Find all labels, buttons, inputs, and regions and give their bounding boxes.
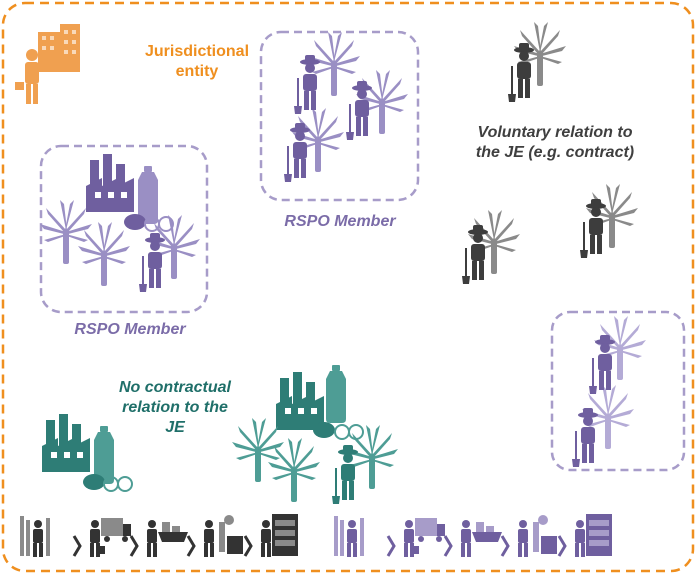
chain-step-refinery-icon: [518, 515, 557, 557]
rspo-member-label-left: RSPO Member: [74, 321, 186, 338]
rspo-left-farms: [40, 200, 200, 292]
rspo-top-farms: [284, 32, 408, 182]
no-contract-line3: JE: [165, 419, 185, 436]
chain-step-retail-icon: [261, 514, 298, 557]
chain-arrow-icon: [557, 535, 567, 557]
chain-step-ship-transport-icon: [147, 520, 188, 557]
chain-step-farmer-icon: [334, 516, 364, 557]
chain-step-refinery-icon: [204, 515, 243, 557]
chain-step-farmer-icon: [20, 516, 50, 557]
chain-arrow-icon: [186, 535, 196, 557]
chain-step-truck-transport-icon: [90, 518, 131, 557]
rspo-member-box-right: [550, 310, 686, 472]
rspo-member-box-left: [39, 144, 209, 314]
rspo-right-farms: [572, 316, 646, 467]
chain-step-ship-transport-icon: [461, 520, 502, 557]
teal-mill-center: [276, 365, 364, 440]
supply-chain-right: [334, 514, 612, 557]
rspo-left-mill: [86, 154, 174, 232]
chain-arrow-icon: [243, 535, 253, 557]
rspo-member-label-top: RSPO Member: [284, 213, 396, 230]
no-contract-label: No contractual relation to the JE: [100, 378, 250, 438]
chain-arrow-icon: [500, 535, 510, 557]
chain-arrow-icon: [129, 535, 139, 557]
je-title-line1: Jurisdictional: [144, 43, 250, 60]
no-contract-line1: No contractual: [118, 379, 231, 396]
chain-arrow-icon: [386, 535, 396, 557]
voluntary-line1: Voluntary relation to: [477, 124, 633, 141]
jurisdictional-entity-icon: [15, 24, 80, 104]
voluntary-relation-label: Voluntary relation to the JE (e.g. contr…: [450, 123, 660, 163]
chain-step-retail-icon: [575, 514, 612, 557]
teal-mill-left: [42, 414, 133, 492]
chain-arrow-icon: [72, 535, 82, 557]
rspo-member-box-top: [259, 30, 420, 202]
no-contract-line2: relation to the: [122, 399, 228, 416]
supply-chain-left: [20, 514, 298, 557]
jurisdictional-entity-label: Jurisdictional entity: [122, 42, 272, 82]
chain-arrow-icon: [443, 535, 453, 557]
je-title-line2: entity: [175, 63, 219, 80]
chain-step-truck-transport-icon: [404, 518, 445, 557]
voluntary-line2: the JE (e.g. contract): [475, 144, 635, 161]
